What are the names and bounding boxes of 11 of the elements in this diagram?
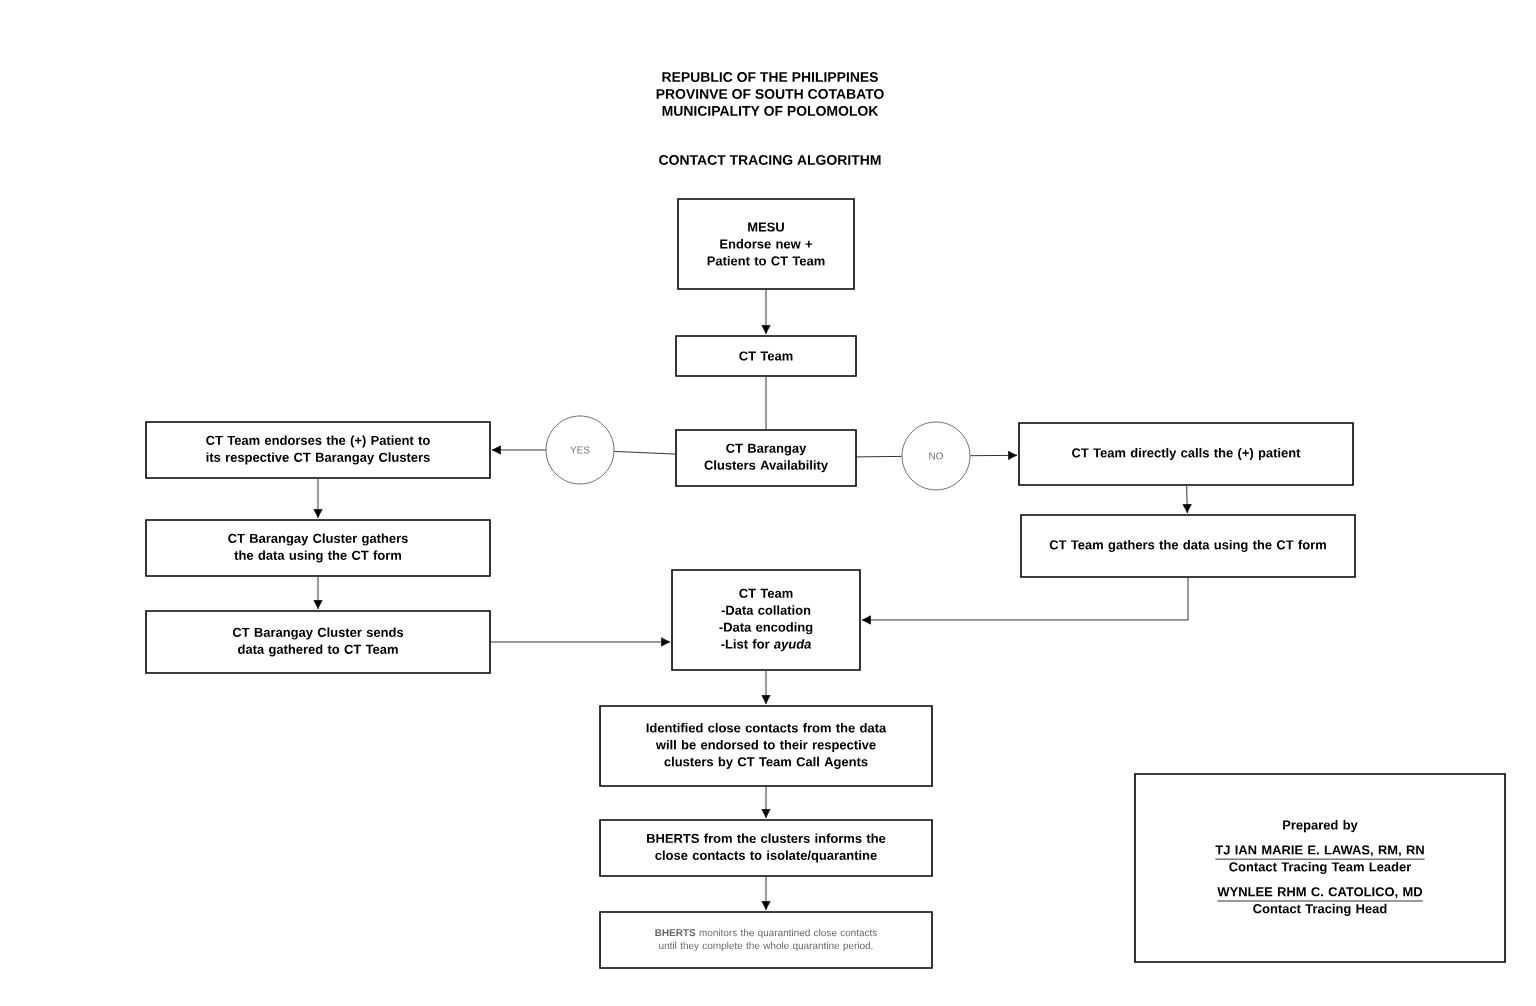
arrow [313,576,323,610]
arrow [313,478,323,519]
arrow [761,670,771,705]
arrow [761,786,771,819]
arrow [761,876,771,911]
arrow [491,445,546,455]
arrow [861,577,1189,625]
arrow [490,637,671,647]
arrow [761,289,771,335]
arrow [970,450,1018,460]
arrow [1182,485,1192,514]
